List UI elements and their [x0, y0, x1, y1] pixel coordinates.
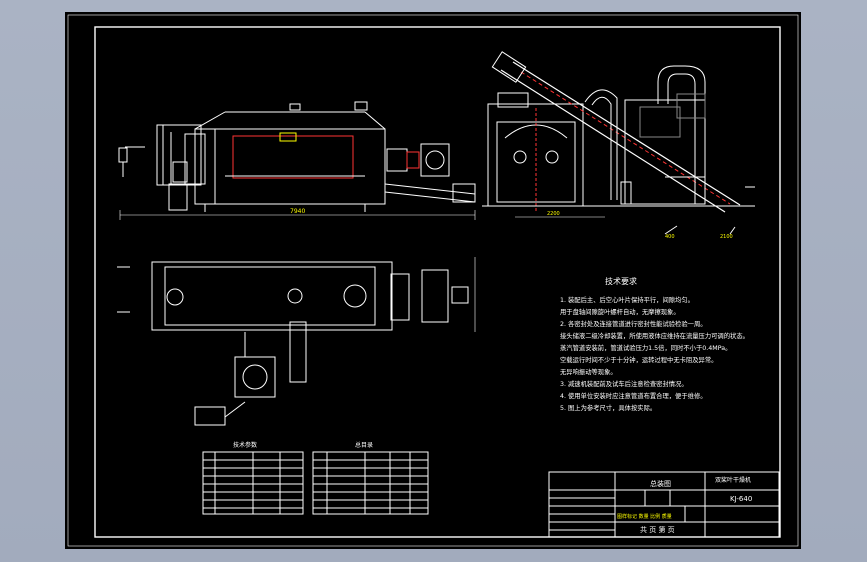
tech-line: 1. 装配后主、后空心叶片保持平行，间隙均匀。 [560, 295, 694, 304]
tech-lines: 1. 装配后主、后空心叶片保持平行，间隙均匀。 用于盘轴间隙旋叶螺杆自动，无摩擦… [560, 295, 749, 412]
tech-line: 3. 减速机装配前及试车后注意检查密封情况。 [560, 379, 688, 388]
parts-table-title: 总目录 [355, 441, 373, 449]
scale-label: 图样标记 数量 比例 质量 [617, 513, 672, 520]
drawing-name: 总装图 [650, 479, 671, 488]
plan-view [117, 257, 476, 426]
front-length-dim: 7940 [290, 208, 305, 215]
machine-name: 双桨叶干燥机 [715, 476, 751, 484]
tech-line: 2. 各密封处及连接管道进行密封性能试验检验一周。 [560, 319, 707, 328]
tech-line: 4. 使用单位安装时应注意管道布置合理，便于维修。 [560, 391, 707, 400]
drawing-sheet: 7940 400 2100 2200 技术要求 1. 装配后主、后空心叶片保持平… [65, 12, 801, 549]
side-dim-a: 400 [665, 234, 675, 240]
side-view [482, 51, 755, 235]
front-view [118, 101, 476, 220]
parts-table-grid [312, 451, 429, 515]
page-footer: 共 页 第 页 [640, 525, 675, 534]
model-number: KJ-640 [730, 495, 752, 503]
tech-line: 空载运行时间不少于十分钟，运转过程中无卡阻及异常。 [560, 355, 717, 364]
side-dim-b: 2100 [720, 234, 733, 240]
param-table-title: 技术参数 [233, 441, 257, 449]
param-table-grid [202, 451, 304, 515]
title-block-grid [548, 471, 780, 538]
tech-line: 5. 图上为参考尺寸，具体按实际。 [560, 403, 656, 412]
tech-line: 蒸汽管道安装前，管道试验压力1.5倍，同时不小于0.4MPa。 [560, 343, 731, 352]
drawing-canvas: 7940 400 2100 2200 技术要求 1. 装配后主、后空心叶片保持平… [67, 14, 799, 547]
inner-frame [94, 26, 781, 538]
tech-line: 无异响振动等现象。 [560, 367, 617, 376]
tech-line: 接头储液二级冷却装置，所使用液体应维持在流量压力可调的状态。 [560, 331, 749, 340]
outer-frame [67, 14, 799, 547]
side-width-dim: 2200 [547, 211, 560, 217]
tech-title: 技术要求 [605, 276, 637, 286]
tech-line: 用于盘轴间隙旋叶螺杆自动，无摩擦现象。 [560, 307, 680, 316]
